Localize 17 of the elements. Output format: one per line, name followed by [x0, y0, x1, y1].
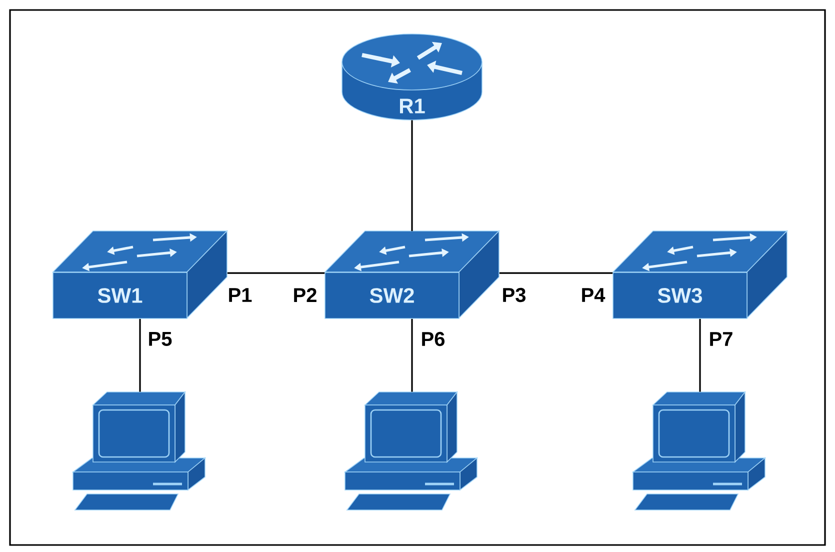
link-line: [411, 120, 413, 232]
port-label: P6: [422, 332, 444, 346]
port-label: P2: [294, 288, 316, 302]
link-line: [699, 318, 701, 392]
link-line: [139, 318, 141, 392]
port-label: P5: [149, 332, 172, 346]
router: R1: [342, 34, 482, 120]
port-label: P3: [503, 288, 526, 302]
node-label: SW1: [98, 288, 142, 303]
port-label: P7: [710, 332, 732, 346]
port-label: P1: [229, 288, 252, 302]
node-label: SW3: [658, 288, 702, 303]
link-line: [499, 272, 613, 274]
node-label: SW2: [370, 288, 414, 303]
port-label: P4: [582, 288, 606, 302]
link-line: [227, 272, 325, 274]
link-line: [411, 318, 413, 392]
